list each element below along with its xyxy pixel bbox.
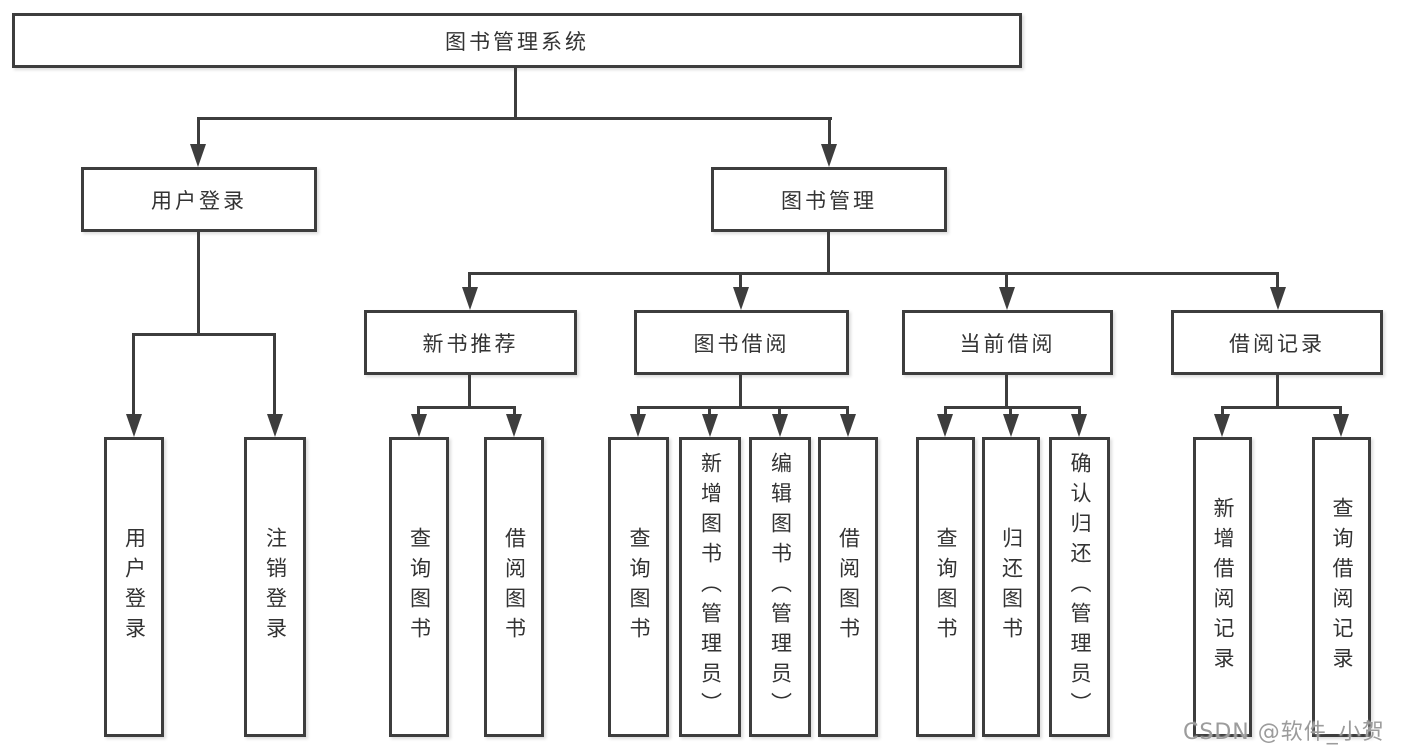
node-label: 查询图书 [407, 527, 432, 647]
connector-hline [132, 333, 276, 336]
arrow-down-icon [126, 414, 142, 437]
node-borrow-records: 借阅记录 [1171, 310, 1383, 375]
leaf-logout: 注销登录 [244, 437, 306, 737]
node-label: 确认归还（管理员） [1068, 452, 1092, 722]
connector-vline [1005, 375, 1008, 409]
leaf-edit-books-admin: 编辑图书（管理员） [749, 437, 811, 737]
leaf-user-login: 用户登录 [104, 437, 164, 737]
leaf-query-books-recommend: 查询图书 [389, 437, 449, 737]
arrow-down-icon [733, 287, 749, 310]
arrow-down-icon [1270, 287, 1286, 310]
arrow-down-icon [462, 287, 478, 310]
connector-vline [846, 406, 849, 418]
arrow-down-icon [1214, 414, 1230, 437]
node-label: 新增图书（管理员） [698, 452, 723, 722]
connector-hline [417, 406, 516, 409]
leaf-query-borrow-record: 查询借阅记录 [1312, 437, 1371, 737]
node-new-book-recommend: 新书推荐 [364, 310, 577, 375]
connector-hline [944, 406, 1081, 409]
arrow-down-icon [999, 287, 1015, 310]
connector-vline [468, 375, 471, 409]
arrow-down-icon [630, 414, 646, 437]
node-label: 图书管理系统 [445, 29, 589, 54]
connector-hline [1221, 406, 1342, 409]
node-label: 用户登录 [151, 188, 247, 213]
node-label: 注销登录 [263, 527, 288, 647]
leaf-confirm-return-admin: 确认归还（管理员） [1049, 437, 1110, 737]
connector-hline [197, 117, 832, 120]
node-root: 图书管理系统 [12, 13, 1022, 68]
csdn-watermark: CSDN @软件_小贺同学 [1183, 720, 1385, 745]
leaf-query-books-current: 查询图书 [916, 437, 975, 737]
connector-vline [273, 333, 276, 416]
connector-vline [637, 406, 640, 418]
connector-vline [197, 117, 200, 146]
connector-vline [132, 333, 135, 416]
node-label: 图书借阅 [693, 331, 790, 356]
node-label: 归还图书 [999, 527, 1024, 647]
connector-vline [828, 117, 831, 146]
connector-vline [417, 406, 420, 418]
arrow-down-icon [267, 414, 283, 437]
connector-vline [197, 232, 200, 336]
node-label: 查询图书 [934, 527, 958, 647]
arrow-down-icon [506, 414, 522, 437]
arrow-down-icon [1071, 414, 1087, 437]
connector-vline [708, 406, 711, 418]
arrow-down-icon [190, 144, 206, 167]
arrow-down-icon [821, 144, 837, 167]
connector-vline [778, 406, 781, 418]
node-label: 借阅图书 [836, 527, 861, 647]
connector-vline [1005, 272, 1008, 289]
node-label: 新增借阅记录 [1211, 497, 1235, 677]
connector-vline [513, 406, 516, 418]
node-label: 借阅记录 [1229, 331, 1325, 356]
arrow-down-icon [1333, 414, 1349, 437]
connector-vline [1078, 406, 1081, 418]
node-book-borrow: 图书借阅 [634, 310, 849, 375]
connector-vline [739, 272, 742, 289]
connector-vline [468, 272, 471, 289]
leaf-borrow-books-recommend: 借阅图书 [484, 437, 544, 737]
node-current-borrow: 当前借阅 [902, 310, 1113, 375]
node-label: 编辑图书（管理员） [768, 452, 793, 722]
connector-vline [1221, 406, 1224, 418]
connector-vline [1339, 406, 1342, 418]
leaf-add-books-admin: 新增图书（管理员） [679, 437, 741, 737]
connector-vline [1009, 406, 1012, 418]
node-label: 当前借阅 [959, 331, 1056, 356]
leaf-return-books: 归还图书 [982, 437, 1040, 737]
node-label: 图书管理 [781, 188, 877, 213]
connector-vline [514, 68, 517, 117]
leaf-add-borrow-record: 新增借阅记录 [1193, 437, 1252, 737]
arrow-down-icon [772, 414, 788, 437]
arrow-down-icon [840, 414, 856, 437]
node-label: 新书推荐 [422, 331, 519, 356]
connector-hline [637, 406, 849, 409]
connector-hline [468, 272, 1279, 275]
connector-vline [1276, 375, 1279, 409]
connector-vline [739, 375, 742, 409]
arrow-down-icon [1003, 414, 1019, 437]
node-book-management: 图书管理 [711, 167, 947, 232]
connector-vline [1276, 272, 1279, 289]
connector-vline [944, 406, 947, 418]
connector-vline [827, 232, 830, 275]
node-label: 用户登录 [122, 527, 147, 647]
arrow-down-icon [411, 414, 427, 437]
node-label: 查询借阅记录 [1330, 497, 1354, 677]
leaf-borrow-books: 借阅图书 [818, 437, 878, 737]
arrow-down-icon [702, 414, 718, 437]
node-label: 查询图书 [627, 527, 651, 647]
node-label: 借阅图书 [502, 527, 527, 647]
node-user-login: 用户登录 [81, 167, 317, 232]
leaf-query-books-borrow: 查询图书 [608, 437, 669, 737]
arrow-down-icon [937, 414, 953, 437]
